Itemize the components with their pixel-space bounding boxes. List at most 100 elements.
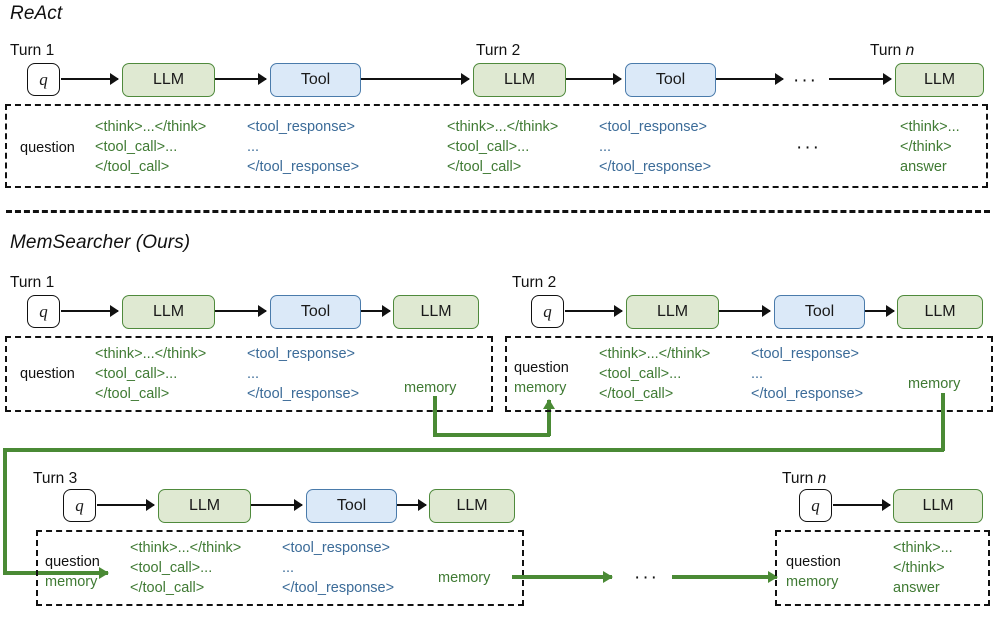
section-title-memsearcher: MemSearcher (Ours) bbox=[10, 232, 191, 253]
react-tool-node-1[interactable]: Tool bbox=[270, 63, 361, 97]
react-arrow-dots-llmn bbox=[829, 78, 891, 81]
token-think-full: <think>...</think> bbox=[95, 119, 207, 135]
token-think-open: <think>... bbox=[893, 540, 953, 556]
mem-t1-arrow-q-llm bbox=[61, 310, 118, 313]
token-tool-response-close: </tool_response> bbox=[599, 159, 712, 175]
token-tool-response-mid: ... bbox=[247, 139, 260, 155]
mem-turn-n-label: Turn n bbox=[782, 470, 827, 487]
turn-n-variable: n bbox=[905, 42, 915, 59]
token-tool-call-close: </tool_call> bbox=[95, 386, 170, 402]
memory-route-2-vertical-out bbox=[941, 393, 945, 451]
react-arrow-tool2-dots bbox=[716, 78, 783, 81]
react-tool1-tokens: <tool_response> ... </tool_response> bbox=[247, 117, 359, 177]
react-turn-n-label: Turn n bbox=[870, 42, 915, 59]
token-tool-call-open: <tool_call>... bbox=[599, 366, 682, 382]
mem-t2-arrow-tool-llm2 bbox=[865, 310, 894, 313]
token-tool-response-open: <tool_response> bbox=[282, 540, 391, 556]
mem-tn-context-tokens: question memory bbox=[786, 552, 841, 592]
token-tool-response-close: </tool_response> bbox=[751, 386, 864, 402]
mem-tn-arrow-q-llm bbox=[833, 504, 890, 507]
mem-t3-llm-node-1[interactable]: LLM bbox=[158, 489, 251, 523]
token-tool-response-mid: ... bbox=[282, 560, 295, 576]
mem-t3-sequence-panel bbox=[36, 530, 524, 606]
token-tool-call-open: <tool_call>... bbox=[447, 139, 530, 155]
token-tool-call-close: </tool_call> bbox=[130, 580, 205, 596]
token-question: question bbox=[45, 554, 100, 570]
react-panel-ellipsis: ··· bbox=[796, 137, 821, 158]
mem-t2-memory-token: memory bbox=[908, 376, 961, 392]
token-think-close: </think> bbox=[893, 560, 945, 576]
token-think-close: </think> bbox=[900, 139, 952, 155]
mem-t1-tool-node[interactable]: Tool bbox=[270, 295, 361, 329]
memory-route-1-vertical-in bbox=[547, 400, 551, 436]
mem-t2-arrow-q-llm bbox=[565, 310, 622, 313]
token-memory: memory bbox=[514, 380, 567, 396]
mem-t2-arrow-llm-tool bbox=[719, 310, 770, 313]
mem-t1-question-token: question bbox=[20, 366, 75, 382]
mem-t3-query-node[interactable]: q bbox=[63, 489, 96, 522]
token-tool-response-open: <tool_response> bbox=[751, 346, 860, 362]
token-tool-response-close: </tool_response> bbox=[247, 386, 360, 402]
react-llm1-tokens: <think>...</think> <tool_call>... </tool… bbox=[95, 117, 206, 177]
mem-t3-tool-tokens: <tool_response> ... </tool_response> bbox=[282, 538, 394, 598]
mem-tn-sequence-panel bbox=[775, 530, 990, 606]
mem-t1-tool-tokens: <tool_response> ... </tool_response> bbox=[247, 344, 359, 404]
token-think-full: <think>...</think> bbox=[447, 119, 559, 135]
token-memory: memory bbox=[786, 574, 839, 590]
react-llm-node-2[interactable]: LLM bbox=[473, 63, 566, 97]
mem-tn-llm-node[interactable]: LLM bbox=[893, 489, 983, 523]
mem-t1-llm-node-1[interactable]: LLM bbox=[122, 295, 215, 329]
mem-bottom-ellipsis: ··· bbox=[634, 567, 659, 588]
mem-t3-llm-node-2[interactable]: LLM bbox=[429, 489, 515, 523]
mem-t1-llm-node-2[interactable]: LLM bbox=[393, 295, 479, 329]
react-arrow-llm2-tool2 bbox=[566, 78, 621, 81]
token-think-full: <think>...</think> bbox=[130, 540, 242, 556]
mem-tn-llm-tokens: <think>... </think> answer bbox=[893, 538, 953, 598]
mem-t2-llm-node-1[interactable]: LLM bbox=[626, 295, 719, 329]
token-tool-response-mid: ... bbox=[751, 366, 764, 382]
turn-n-variable: n bbox=[817, 470, 827, 487]
react-llmn-tokens: <think>... </think> answer bbox=[900, 117, 960, 177]
memory-route-3-arrow-right bbox=[672, 575, 777, 579]
token-memory: memory bbox=[45, 574, 98, 590]
token-answer: answer bbox=[893, 580, 940, 596]
mem-t1-query-node[interactable]: q bbox=[27, 295, 60, 328]
token-think-open: <think>... bbox=[900, 119, 960, 135]
token-tool-response-mid: ... bbox=[599, 139, 612, 155]
mem-turn-1-label: Turn 1 bbox=[10, 274, 55, 291]
react-tool-node-2[interactable]: Tool bbox=[625, 63, 716, 97]
react-llm-node-1[interactable]: LLM bbox=[122, 63, 215, 97]
react-question-token: question bbox=[20, 140, 75, 156]
react-llm-node-n[interactable]: LLM bbox=[895, 63, 984, 97]
mem-t2-llm-node-2[interactable]: LLM bbox=[897, 295, 983, 329]
mem-tn-query-node[interactable]: q bbox=[799, 489, 832, 522]
token-tool-call-close: </tool_call> bbox=[599, 386, 674, 402]
mem-t3-tool-node[interactable]: Tool bbox=[306, 489, 397, 523]
react-llm2-tokens: <think>...</think> <tool_call>... </tool… bbox=[447, 117, 558, 177]
section-title-react: ReAct bbox=[10, 3, 63, 24]
mem-t2-context-tokens: question memory bbox=[514, 358, 569, 398]
react-turn-1-label: Turn 1 bbox=[10, 42, 55, 59]
react-row-ellipsis: ··· bbox=[793, 70, 818, 91]
mem-t3-arrow-tool-llm2 bbox=[397, 504, 426, 507]
mem-t2-llm1-tokens: <think>...</think> <tool_call>... </tool… bbox=[599, 344, 710, 404]
mem-turn-2-label: Turn 2 bbox=[512, 274, 557, 291]
mem-t2-sequence-panel bbox=[505, 336, 993, 412]
token-tool-response-close: </tool_response> bbox=[282, 580, 395, 596]
react-query-node-1[interactable]: q bbox=[27, 63, 60, 96]
memory-route-2-vertical-left bbox=[3, 448, 7, 575]
mem-t2-tool-node[interactable]: Tool bbox=[774, 295, 865, 329]
mem-t1-arrow-llm-tool bbox=[215, 310, 266, 313]
memory-route-3-arrow-left bbox=[512, 575, 612, 579]
mem-t3-arrow-llm-tool bbox=[251, 504, 302, 507]
section-divider bbox=[6, 210, 990, 213]
mem-t2-tool-tokens: <tool_response> ... </tool_response> bbox=[751, 344, 863, 404]
mem-t3-memory-token: memory bbox=[438, 570, 491, 586]
token-tool-call-open: <tool_call>... bbox=[95, 366, 178, 382]
react-arrow-tool1-llm2 bbox=[361, 78, 469, 81]
mem-t2-query-node[interactable]: q bbox=[531, 295, 564, 328]
token-answer: answer bbox=[900, 159, 947, 175]
token-tool-call-open: <tool_call>... bbox=[95, 139, 178, 155]
token-tool-call-close: </tool_call> bbox=[95, 159, 170, 175]
